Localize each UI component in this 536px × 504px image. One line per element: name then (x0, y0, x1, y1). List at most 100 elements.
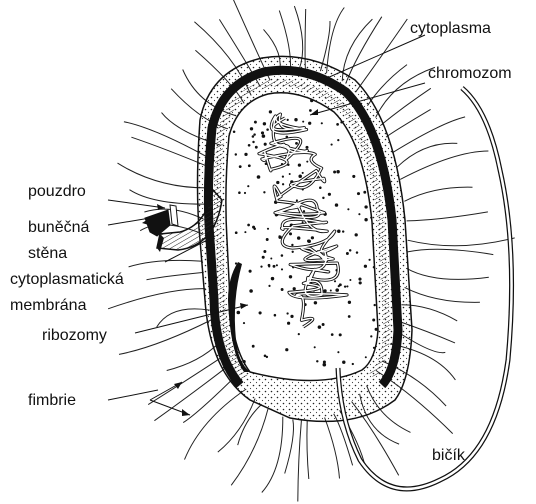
fimbria (405, 287, 480, 302)
label-ribozomy: ribozomy (42, 327, 107, 344)
ribosome (310, 99, 313, 102)
ribosome (330, 289, 332, 291)
ribosome (319, 186, 322, 189)
fimbria (397, 143, 457, 167)
ribosome (328, 193, 331, 196)
fimbria (407, 268, 489, 279)
ribosome (263, 191, 265, 193)
ribosome (271, 277, 274, 280)
ribosome (338, 285, 340, 287)
ribosome (266, 128, 269, 131)
ribosome (248, 164, 251, 167)
ribosome (365, 356, 367, 358)
ribosome (308, 122, 311, 125)
fimbria (231, 409, 268, 485)
ribosome (356, 251, 358, 253)
label-bunecna: buněčná (28, 219, 89, 236)
ribosome (257, 175, 261, 179)
ribosome (309, 109, 312, 112)
ribosome (287, 119, 289, 121)
fimbria (380, 88, 431, 125)
ribosome (289, 275, 292, 278)
label-cytoplasmaticka: cytoplasmatická (10, 271, 124, 288)
ribosome (336, 170, 339, 173)
ribosome (235, 153, 237, 155)
ribosome (352, 175, 355, 178)
ribosome (306, 161, 308, 163)
ribosome (273, 265, 276, 268)
label-cytoplasma: cytoplasma (410, 20, 491, 37)
fimbria (285, 420, 294, 474)
ribosome (323, 360, 326, 363)
ribosome (364, 265, 367, 268)
ribosome (349, 279, 351, 281)
ribosome (268, 265, 270, 267)
ribosome (267, 228, 269, 230)
ribosome (322, 197, 324, 199)
ribosome (266, 238, 269, 241)
ribosome (269, 110, 272, 113)
ribosome (255, 146, 258, 149)
fimbria (147, 272, 204, 279)
fimbria (346, 17, 382, 84)
ribosome (248, 144, 251, 147)
ribosome (242, 360, 245, 363)
label-bicik: bičík (432, 447, 466, 464)
ribosome (268, 285, 270, 287)
ribosome (358, 278, 361, 281)
ribosome (372, 319, 375, 322)
ribosome (363, 191, 366, 194)
ribosome (333, 171, 336, 174)
ribosome (233, 130, 236, 133)
ribosome (370, 335, 372, 337)
ribosome (252, 345, 255, 348)
ribosome (291, 244, 293, 246)
ribosome (355, 233, 358, 236)
ribosome (314, 301, 317, 304)
ribosome (318, 325, 322, 329)
ribosome (235, 231, 238, 234)
ribosome (282, 183, 284, 185)
ribosome (238, 191, 241, 194)
ribosome (298, 175, 302, 179)
label-pouzdro: pouzdro (28, 183, 86, 200)
ribosome (263, 250, 266, 253)
ribosome (247, 224, 250, 227)
ribosome (323, 289, 326, 292)
ribosome (302, 121, 304, 123)
fimbria (407, 212, 488, 221)
ribosome (298, 163, 301, 166)
ribosome (237, 311, 241, 315)
ribosome (346, 252, 349, 255)
ribosome (252, 135, 255, 138)
ribosome (289, 173, 291, 175)
ribosome (374, 304, 376, 306)
ribosome (336, 123, 339, 126)
fimbria (108, 289, 206, 309)
ribosome (335, 203, 338, 206)
ribosome (243, 322, 245, 324)
ribosome (322, 323, 325, 326)
ribosome (244, 192, 246, 194)
ribosome (295, 142, 298, 145)
fimbria (386, 109, 431, 137)
ribosome (282, 176, 284, 178)
ribosome (293, 287, 296, 290)
ribosome (287, 322, 290, 325)
label-fimbrie: fimbrie (28, 392, 76, 409)
label-membrana: membrána (10, 297, 87, 314)
ribosome (342, 360, 345, 363)
ribosome (247, 185, 249, 187)
ribosome (296, 199, 298, 201)
ribosome (274, 314, 277, 317)
ribosome (370, 216, 372, 218)
ribosome (262, 256, 265, 259)
ribosome (264, 355, 267, 358)
ribosome (347, 208, 349, 210)
ribosome (263, 122, 266, 125)
fimbria (356, 19, 408, 92)
fimbria (119, 320, 212, 355)
ribosome (260, 266, 262, 268)
fimbria (118, 163, 209, 188)
